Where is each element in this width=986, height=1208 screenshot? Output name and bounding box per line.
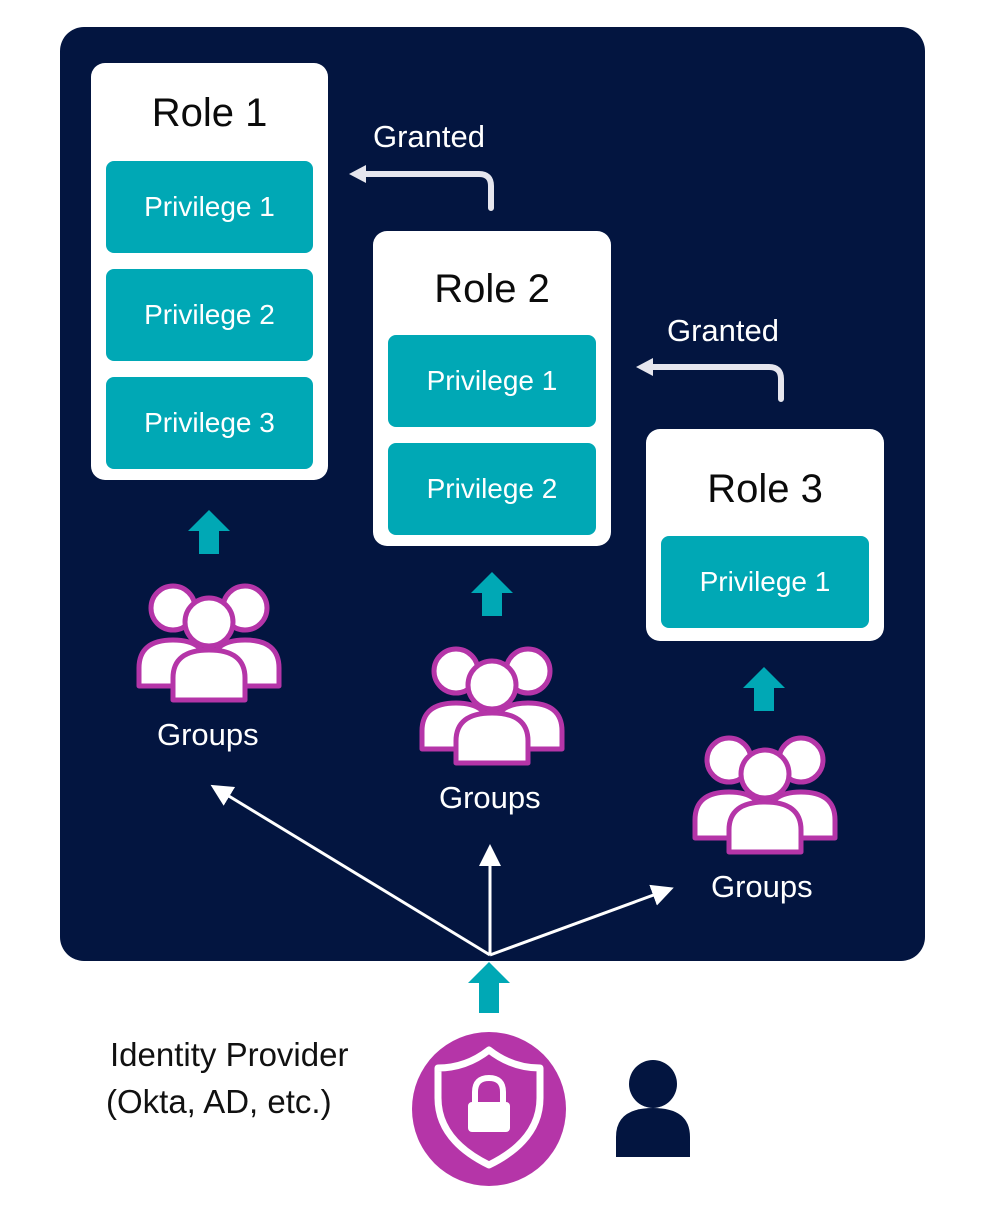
user-icon [616, 1060, 690, 1157]
granted-label: Granted [373, 119, 486, 154]
groups-label: Groups [711, 869, 813, 904]
role-3-card: Role 3 Privilege 1 [646, 429, 884, 641]
arrow-up-icon [188, 510, 230, 554]
group-icon [136, 583, 282, 703]
privilege-box: Privilege 1 [388, 335, 596, 427]
identity-provider-examples: (Okta, AD, etc.) [106, 1083, 332, 1120]
group-icon [419, 646, 565, 766]
privilege-box: Privilege 2 [388, 443, 596, 535]
groups-label: Groups [439, 780, 541, 815]
granted-arrow-icon [349, 165, 494, 211]
role-title: Role 1 [151, 91, 268, 135]
arrow-up-icon [468, 962, 510, 1013]
identity-provider-label: Identity Provider [110, 1036, 349, 1073]
granted-arrow-icon [636, 358, 784, 402]
arrow-up-icon [471, 572, 513, 616]
role-title: Role 3 [707, 467, 823, 511]
role-1-card: Role 1 Privilege 1 Privilege 2 Privilege… [91, 63, 328, 480]
privilege-box: Privilege 1 [106, 161, 313, 253]
group-icon [692, 735, 838, 855]
privilege-box: Privilege 1 [661, 536, 869, 628]
groups-label: Groups [157, 717, 259, 752]
privilege-box: Privilege 3 [106, 377, 313, 469]
arrow-up-icon [743, 667, 785, 711]
distribution-arrows [210, 784, 674, 957]
role-title: Role 2 [434, 267, 550, 311]
privilege-box: Privilege 2 [106, 269, 313, 361]
granted-label: Granted [667, 313, 780, 348]
shield-lock-icon [412, 1032, 566, 1186]
role-2-card: Role 2 Privilege 1 Privilege 2 [373, 231, 611, 546]
